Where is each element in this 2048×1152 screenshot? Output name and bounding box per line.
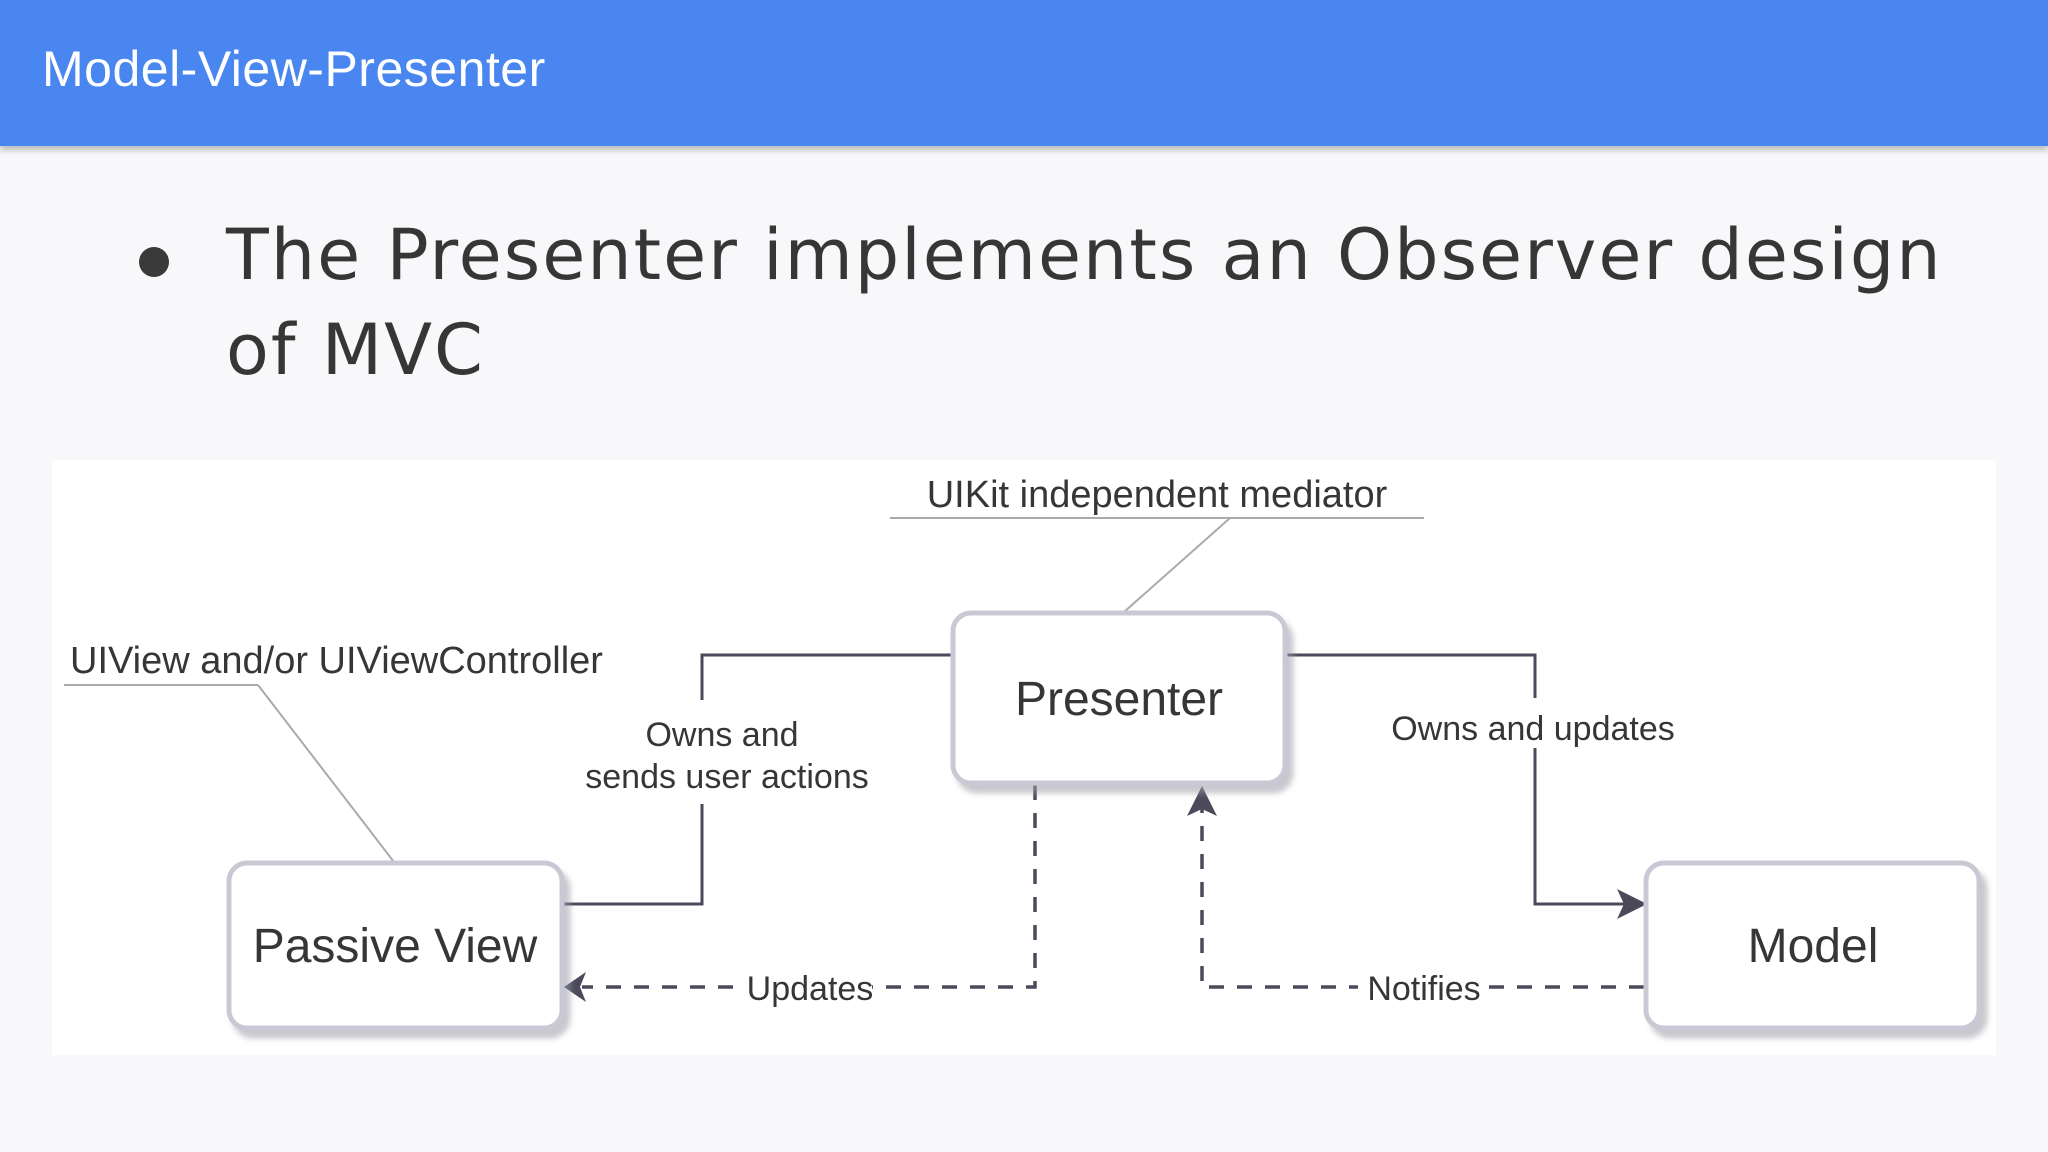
- model-label: Model: [1748, 920, 1879, 973]
- bullet-point: [139, 247, 169, 277]
- owns-sends-label-line2: sends user actions: [585, 758, 869, 796]
- owns-sends-label-line1: Owns and: [645, 716, 798, 754]
- view-note-leader: [257, 684, 395, 863]
- notifies-arrow: [1200, 796, 1644, 989]
- updates-arrowhead: [564, 972, 586, 1002]
- updates-label: Updates: [747, 970, 874, 1008]
- diagram-panel: Presenter Passive View Model UIKit indep…: [52, 460, 1996, 1055]
- notifies-label: Notifies: [1367, 970, 1480, 1008]
- header-bar: Model-View-Presenter: [0, 0, 2048, 146]
- owns-updates-arrowhead: [1617, 889, 1647, 919]
- presenter-note-leader: [1123, 517, 1231, 613]
- bullet-text: The Presenter implements an Observer des…: [226, 214, 1943, 391]
- owns-updates-arrow: [1286, 653, 1637, 906]
- passive-view-label: Passive View: [253, 920, 538, 973]
- presenter-note: UIKit independent mediator: [927, 474, 1388, 516]
- notifies-arrowhead: [1187, 786, 1217, 816]
- passive-view-node: [226, 860, 565, 1031]
- presenter-label: Presenter: [1015, 673, 1223, 726]
- model-node: [1643, 860, 1982, 1031]
- mvp-diagram: Presenter Passive View Model UIKit indep…: [64, 474, 1982, 1031]
- view-note: UIView and/or UIViewController: [70, 640, 603, 682]
- updates-arrow: [582, 785, 1037, 989]
- owns-updates-label: Owns and updates: [1391, 710, 1675, 748]
- presenter-node: [950, 610, 1288, 786]
- slide-title: Model-View-Presenter: [42, 41, 546, 97]
